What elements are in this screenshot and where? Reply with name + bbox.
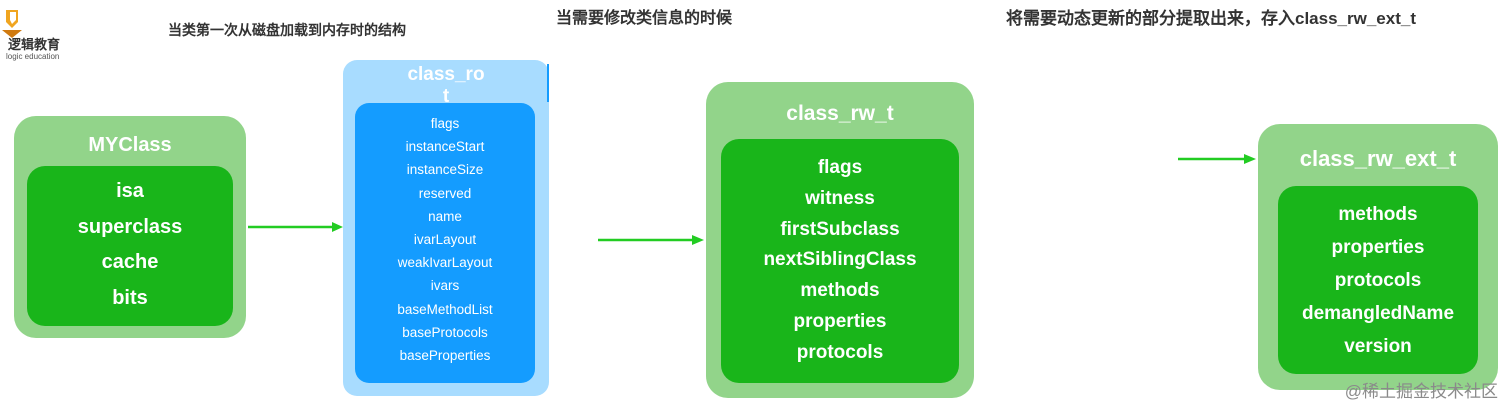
myclass-field: bits — [112, 286, 148, 309]
class-rw-ext-t-fields-panel: methods properties protocols demangledName v… — [1278, 186, 1478, 374]
class-ro-t-field: name — [428, 208, 462, 224]
class-ro-t-field: baseProtocols — [402, 324, 488, 340]
class-rw-t-field: firstSubclass — [780, 218, 900, 240]
class-rw-t-box: class_rw_t flags witness firstSubclass next… — [706, 82, 974, 398]
class-ro-t-title: class_ro t — [343, 64, 549, 108]
class-ro-t-field: baseProperties — [399, 348, 491, 364]
class-rw-ext-t-fields: methods properties protocols demangledName v… — [1278, 198, 1478, 363]
myclass-fields: isa superclass cache bits — [27, 174, 233, 316]
logo: 逻辑教育 logic education — [2, 8, 66, 61]
myclass-field: isa — [116, 180, 144, 202]
class-rw-t-fields: flags witness firstSubclass nextSiblingClas… — [721, 153, 959, 369]
class-ro-t-field: instanceSize — [406, 162, 484, 178]
logo-mark-icon — [2, 10, 22, 38]
class-rw-t-field: properties — [793, 310, 887, 332]
class-rw-ext-t-field: protocols — [1334, 270, 1422, 291]
class-ro-t-field: weakIvarLayout — [397, 255, 493, 271]
class-ro-t-field: ivars — [430, 278, 460, 294]
class-rw-ext-t-title: class_rw_ext_t — [1299, 146, 1457, 171]
arrow-right-icon — [248, 222, 343, 232]
class-ro-t-field: reserved — [418, 185, 472, 201]
myclass-title: MYClass — [88, 134, 172, 156]
class-ro-t-field: baseMethodList — [397, 301, 493, 317]
class-rw-t-field: nextSiblingClass — [763, 249, 917, 271]
class-ro-t-field: flags — [430, 116, 460, 131]
class-ro-t-title-line1: class_ro — [407, 64, 485, 85]
arrow-right-icon — [1178, 154, 1256, 164]
myclass-fields-panel: isa superclass cache bits — [27, 166, 233, 326]
class-ro-t-title-line2: t — [442, 86, 450, 107]
class-rw-t-field: flags — [817, 157, 863, 178]
class-ro-t-field: instanceStart — [405, 139, 485, 155]
class-rw-t-field: methods — [800, 280, 880, 302]
myclass-field: superclass — [77, 215, 183, 238]
logo-subtitle: logic education — [6, 52, 60, 61]
class-rw-ext-t-field: demangledName — [1301, 303, 1455, 324]
caption-modify: 当需要修改类信息的时候 — [556, 10, 733, 27]
class-rw-t-fields-panel: flags witness firstSubclass nextSiblingClas… — [721, 139, 959, 383]
caption-load: 当类第一次从磁盘加载到内存时的结构 — [168, 22, 406, 38]
class-rw-ext-t-field: version — [1344, 336, 1412, 357]
class-rw-ext-t-field: methods — [1338, 204, 1418, 225]
divider-line — [547, 64, 549, 102]
watermark-text: @稀土掘金技术社区 — [1344, 382, 1498, 401]
class-ro-t-fields-panel: flags instanceStart instanceSize reserved na… — [355, 103, 535, 383]
class-ro-t-box: class_ro t flags instanceStart instanceSiz… — [343, 60, 549, 396]
class-ro-t-fields: flags instanceStart instanceSize reserved na… — [355, 112, 535, 367]
myclass-box: MYClass isa superclass cache bits — [14, 116, 246, 338]
arrow-right-icon — [598, 235, 704, 245]
class-ro-t-field: ivarLayout — [413, 232, 477, 248]
class-rw-ext-t-field: properties — [1331, 237, 1425, 258]
caption-extract: 将需要动态更新的部分提取出来，存入class_rw_ext_t — [1006, 9, 1416, 28]
class-rw-t-title: class_rw_t — [786, 102, 894, 125]
class-rw-t-field: protocols — [796, 341, 884, 363]
class-rw-ext-t-box: class_rw_ext_t methods properties protocol… — [1258, 124, 1498, 390]
logo-brand-text: 逻辑教育 — [8, 37, 61, 52]
class-rw-t-field: witness — [805, 187, 875, 209]
myclass-field: cache — [101, 251, 159, 273]
